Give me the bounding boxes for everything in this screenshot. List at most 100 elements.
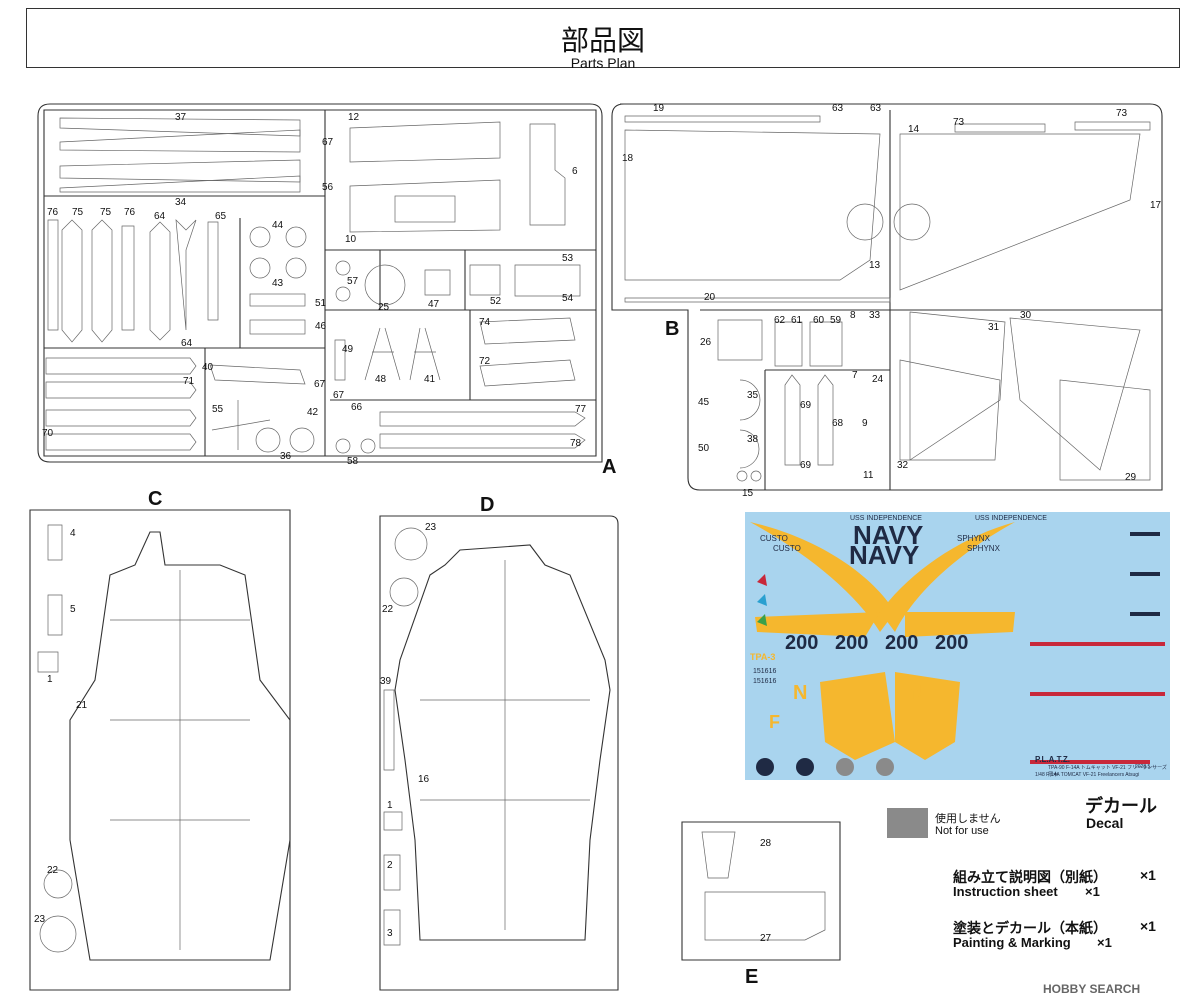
part-number: 17 [1150, 200, 1162, 211]
page-title: 部品図 [560, 24, 645, 57]
part-number: 5 [70, 604, 76, 615]
watermark-logo: HOBBY SEARCH [1043, 982, 1141, 996]
part-number: 59 [830, 315, 842, 326]
part-number: 61 [791, 315, 803, 326]
part-number: 64 [181, 338, 193, 349]
part-number: 56 [322, 182, 334, 193]
part-number: 76 [47, 207, 59, 218]
decal-ship-name: USS INDEPENDENCE [975, 515, 1047, 522]
part-number: 60 [813, 315, 825, 326]
part-number: 69 [800, 460, 812, 471]
runner-d-frame [379, 515, 619, 991]
runner-a-frame [37, 103, 603, 463]
part-number: 41 [424, 374, 436, 385]
part-number: 45 [698, 397, 710, 408]
decal-artwork [750, 522, 1165, 776]
part-number: 65 [215, 211, 227, 222]
part-number: 34 [175, 197, 187, 208]
sheet-qty: ×1 [1140, 918, 1156, 934]
runner-label-b: B [665, 318, 680, 340]
decal-modex: 200 [835, 632, 869, 654]
part-number: 74 [479, 317, 491, 328]
part-number: 51 [315, 298, 327, 309]
part-number: 54 [562, 293, 574, 304]
part-number: 21 [76, 700, 88, 711]
part-number: 67 [333, 390, 345, 401]
part-number: 44 [272, 220, 284, 231]
part-number: 76 [124, 207, 136, 218]
not-for-use-swatch [887, 808, 928, 838]
part-number: 25 [378, 302, 390, 313]
part-number: 20 [704, 292, 716, 303]
decal-ship-name: USS INDEPENDENCE [850, 515, 922, 522]
part-number: 10 [345, 234, 357, 245]
part-number: 47 [428, 299, 440, 310]
part-number: 35 [747, 390, 759, 401]
decal-footer-en: 1/48 F-14A TOMCAT VF-21 Freelancers Atsu… [1035, 772, 1140, 778]
part-number: 70 [42, 428, 54, 439]
decal-serial: 151616 [753, 668, 777, 675]
decal-sheet: USS INDEPENDENCE USS INDEPENDENCE CUSTO … [745, 512, 1170, 780]
decal-code: TPA-3 [750, 652, 776, 662]
part-number: 1 [47, 674, 53, 685]
decal-letter: F [930, 734, 941, 754]
decal-year: 2023.5 [1135, 764, 1151, 770]
part-number: 38 [747, 434, 759, 445]
part-number: 3 [387, 928, 393, 939]
part-number: 1 [387, 800, 393, 811]
decal-callsign: CUSTO [760, 534, 788, 543]
part-number: 55 [212, 404, 224, 415]
part-number: 11 [863, 470, 874, 481]
part-number: 36 [280, 451, 292, 462]
part-number: 63 [832, 103, 844, 114]
part-number: 73 [953, 117, 965, 128]
part-number: 4 [70, 528, 76, 539]
runner-label-e: E [745, 966, 759, 988]
part-number: 28 [760, 838, 772, 849]
part-number: 68 [832, 418, 844, 429]
part-number: 66 [351, 402, 363, 413]
decal-letter: F [769, 712, 780, 732]
part-number: 75 [72, 207, 84, 218]
sheet-qty: ×1 [1140, 867, 1156, 883]
sheet-qty: ×1 [1085, 884, 1100, 899]
runner-label-c: C [148, 488, 163, 510]
part-number: 71 [183, 376, 195, 387]
decal-callsign: CUSTO [773, 544, 801, 553]
decal-label-jp: デカール [1085, 796, 1157, 817]
part-number: 58 [347, 456, 359, 467]
decal-modex: 200 [935, 632, 969, 654]
decal-footer-jp: TPA-90 F-14A トムキャット VF-21 フリーランサーズ 厚木 [1048, 765, 1167, 778]
decal-letter: N [910, 682, 925, 704]
part-number: 42 [307, 407, 319, 418]
sheet-en: Instruction sheet [953, 884, 1058, 899]
part-number: 40 [202, 362, 214, 373]
runner-b-parts [624, 115, 1151, 482]
legend-jp: 使用しません [935, 812, 1001, 825]
part-number: 72 [479, 356, 491, 367]
legend-en: Not for use [935, 825, 989, 837]
part-number: 18 [622, 153, 634, 164]
part-number: 67 [314, 379, 326, 390]
sheet-jp: 組み立て説明図（別紙） [953, 870, 1107, 886]
part-number: 43 [272, 278, 284, 289]
runner-b-frame [611, 103, 1163, 491]
part-number: 13 [869, 260, 881, 271]
part-number: 7 [852, 370, 858, 381]
part-number: 30 [1020, 310, 1032, 321]
part-number: 9 [862, 418, 868, 429]
part-number: 63 [870, 103, 882, 114]
part-number: 29 [1125, 472, 1137, 483]
part-number: 32 [897, 460, 909, 471]
header-box: 部品図 Parts Plan [26, 8, 1180, 71]
part-number: 16 [418, 774, 430, 785]
runner-label-a: A [602, 456, 617, 478]
part-number: 33 [869, 310, 881, 321]
part-number: 49 [342, 344, 354, 355]
part-number: 52 [490, 296, 502, 307]
part-number: 6 [572, 166, 578, 177]
part-number: 27 [760, 933, 772, 944]
part-number: 50 [698, 443, 710, 454]
sheet-jp: 塗装とデカール（本紙） [953, 921, 1107, 937]
decal-brand: P.L.A.T.Z. [1035, 755, 1070, 764]
